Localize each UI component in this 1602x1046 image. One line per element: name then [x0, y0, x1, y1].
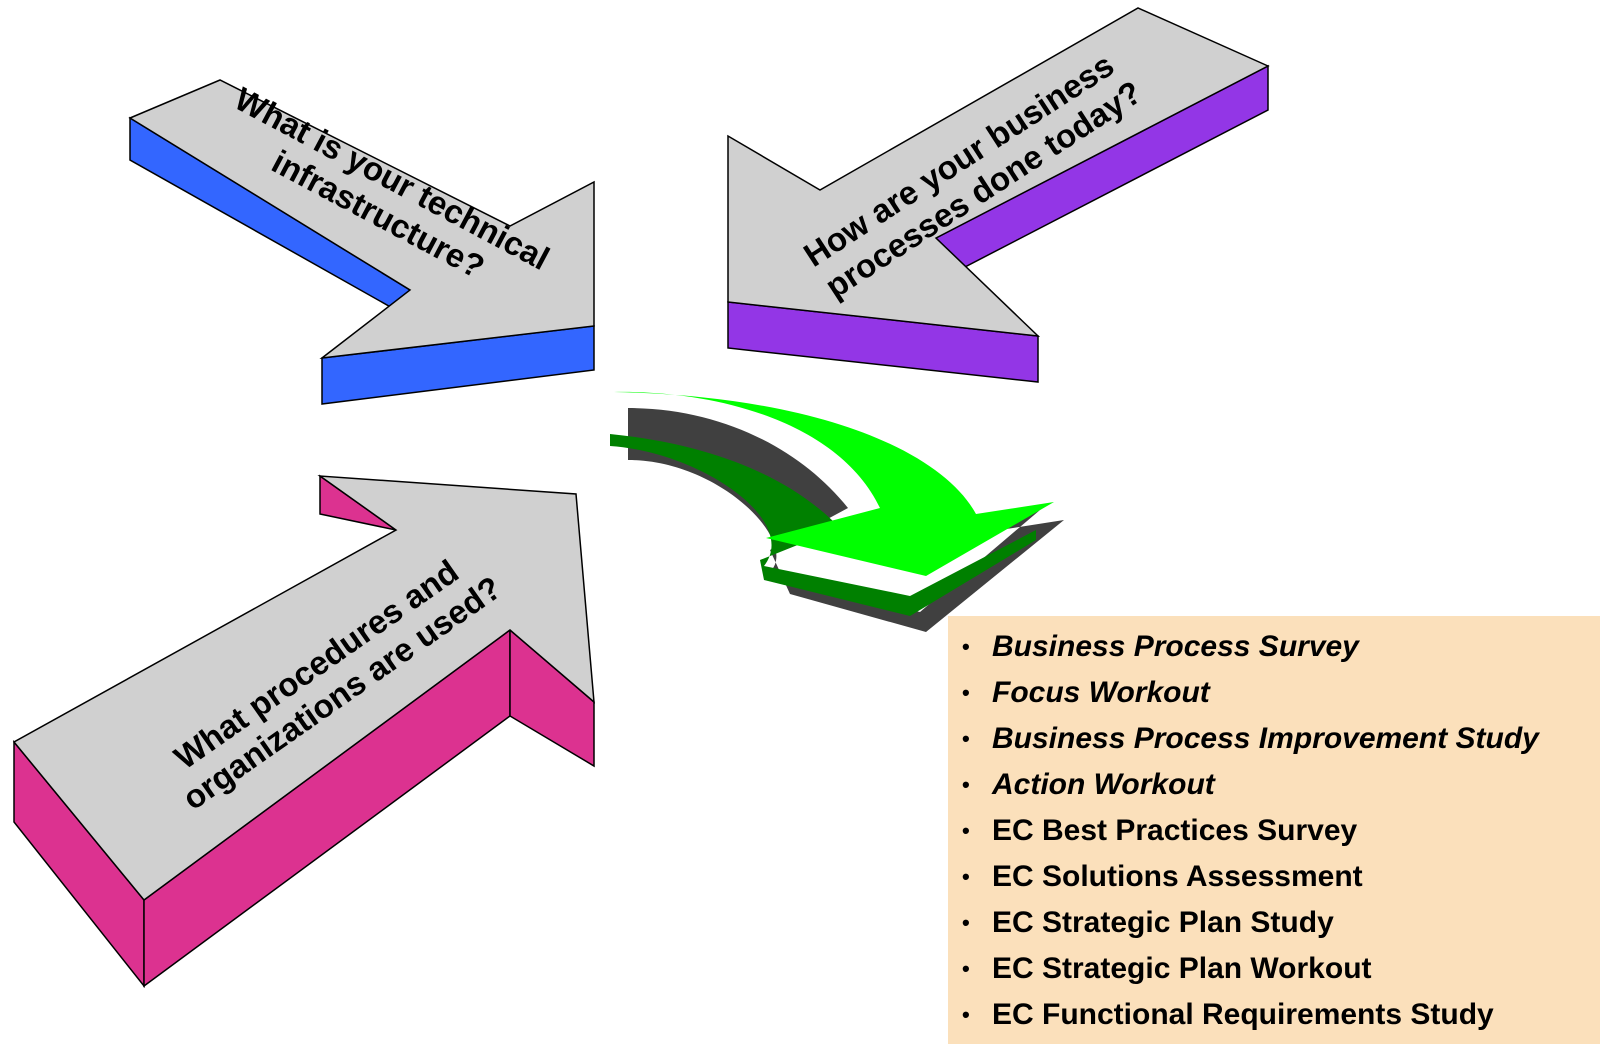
bullet-icon: •	[962, 956, 970, 981]
business-arrow-top-face	[727, 7, 1270, 337]
deliverable-item: •EC Strategic Plan Workout	[962, 946, 1600, 992]
bullet-icon: •	[962, 864, 970, 889]
bullet-icon: •	[962, 818, 970, 843]
green-curved-arrow	[610, 391, 1064, 632]
green-arrow-light-face	[614, 391, 1054, 576]
deliverable-item: •Action Workout	[962, 762, 1600, 808]
deliverables-box: •Business Process Survey •Focus Workout …	[948, 616, 1600, 1044]
bullet-icon: •	[962, 772, 970, 797]
technical-infrastructure-arrow: What is your technical infrastructure?	[128, 79, 595, 405]
deliverable-item: •EC Best Practices Survey	[962, 808, 1600, 854]
bullet-icon: •	[962, 680, 970, 705]
procedures-organizations-arrow: What procedures and organizations are us…	[12, 474, 595, 989]
deliverable-item: •Focus Workout	[962, 670, 1600, 716]
procedures-arrow-top-face	[12, 475, 595, 902]
deliverable-item: •EC Functional Requirements Study	[962, 992, 1600, 1038]
bullet-icon: •	[962, 726, 970, 751]
business-processes-arrow: How are your business processes done tod…	[727, 7, 1270, 383]
bullet-icon: •	[962, 634, 970, 659]
technical-arrow-top-face	[128, 79, 595, 360]
bullet-icon: •	[962, 910, 970, 935]
deliverable-item: •Business Process Improvement Study	[962, 716, 1600, 762]
deliverable-item: •Business Process Survey	[962, 624, 1600, 670]
deliverables-list: •Business Process Survey •Focus Workout …	[962, 624, 1600, 1038]
bullet-icon: •	[962, 1002, 970, 1027]
deliverable-item: •EC Solutions Assessment	[962, 854, 1600, 900]
deliverable-item: •EC Strategic Plan Study	[962, 900, 1600, 946]
